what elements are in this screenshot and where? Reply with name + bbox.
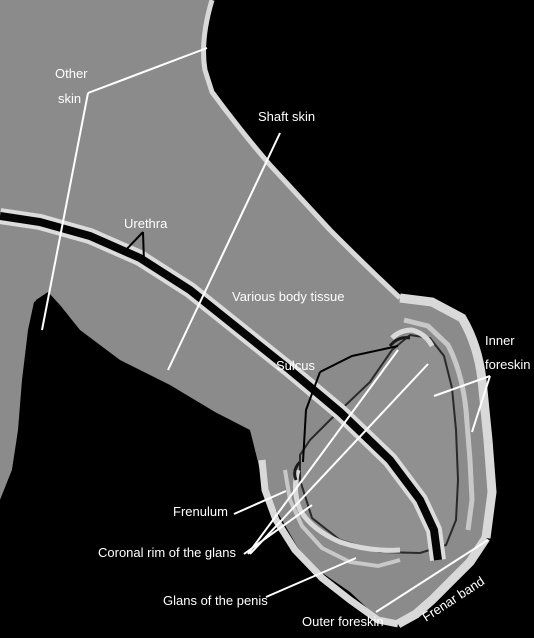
label-outer-foreskin: Outer foreskin [302, 614, 384, 629]
label-frenulum: Frenulum [173, 504, 228, 519]
leader-urethra-2 [143, 232, 144, 262]
label-inner-foreskin-line2: foreskin [485, 357, 531, 372]
label-other-skin-line2: skin [58, 91, 81, 106]
label-other-skin-line1: Other [55, 66, 88, 81]
label-urethra: Urethra [124, 216, 168, 231]
label-inner-foreskin-line1: Inner [485, 333, 515, 348]
label-shaft-skin: Shaft skin [258, 109, 315, 124]
label-coronal-rim: Coronal rim of the glans [98, 545, 237, 560]
label-various-body-tissue: Various body tissue [232, 289, 345, 304]
label-glans: Glans of the penis [163, 593, 268, 608]
label-sulcus: Sulcus [276, 358, 316, 373]
